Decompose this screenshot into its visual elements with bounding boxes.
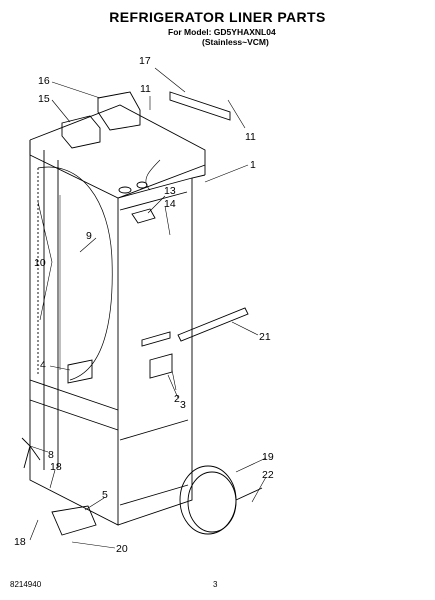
- page-number: 3: [213, 580, 218, 589]
- callout-10: 10: [34, 257, 46, 269]
- callout-15: 15: [38, 93, 50, 105]
- callout-19: 19: [262, 451, 274, 463]
- part-15-housing: [61, 115, 101, 149]
- callout-8: 8: [48, 449, 54, 461]
- liner-cabinet: [29, 104, 206, 526]
- model-line: For Model: GD5YHAXNL04: [168, 27, 276, 37]
- variant-line: (Stainless~VCM): [202, 37, 269, 47]
- callout-20: 20: [116, 543, 128, 555]
- callout-17: 17: [139, 55, 151, 67]
- callout-18-lower: 18: [14, 536, 26, 548]
- callout-22: 22: [262, 469, 274, 481]
- part-8-harness: [21, 437, 41, 469]
- callout-9: 9: [86, 230, 92, 242]
- callout-labels: 17 16 11 15 11 1 13 14 9 10 21 4 3 2 8 1…: [14, 55, 274, 555]
- part-4-module: [67, 359, 93, 384]
- callout-16: 16: [38, 75, 50, 87]
- callout-5: 5: [102, 489, 108, 501]
- page-title: REFRIGERATOR LINER PARTS: [109, 9, 326, 25]
- callout-11-right: 11: [245, 131, 256, 143]
- callout-2: 2: [174, 393, 180, 405]
- part-19-tube-coil: [179, 465, 263, 535]
- callout-4: 4: [40, 359, 46, 371]
- model-subtitle: For Model: GD5YHAXNL04 (Stainless~VCM): [168, 27, 276, 47]
- leader-lines: [29, 67, 267, 549]
- part-21-shelf-strip: [177, 307, 249, 342]
- part-5-lamp-housing: [51, 505, 97, 536]
- callout-1: 1: [250, 159, 256, 171]
- callout-3: 3: [180, 399, 186, 411]
- document-number: 8214940: [10, 580, 42, 589]
- callout-11-top: 11: [140, 83, 151, 95]
- part-16-housing: [97, 91, 141, 131]
- callout-14: 14: [164, 198, 176, 210]
- callout-21: 21: [259, 331, 271, 343]
- callout-18-upper: 18: [50, 461, 62, 473]
- callout-13: 13: [164, 185, 176, 197]
- part-17-rail: [169, 91, 231, 121]
- part-13-bracket: [131, 208, 156, 224]
- part-3-2-brackets: [141, 331, 173, 379]
